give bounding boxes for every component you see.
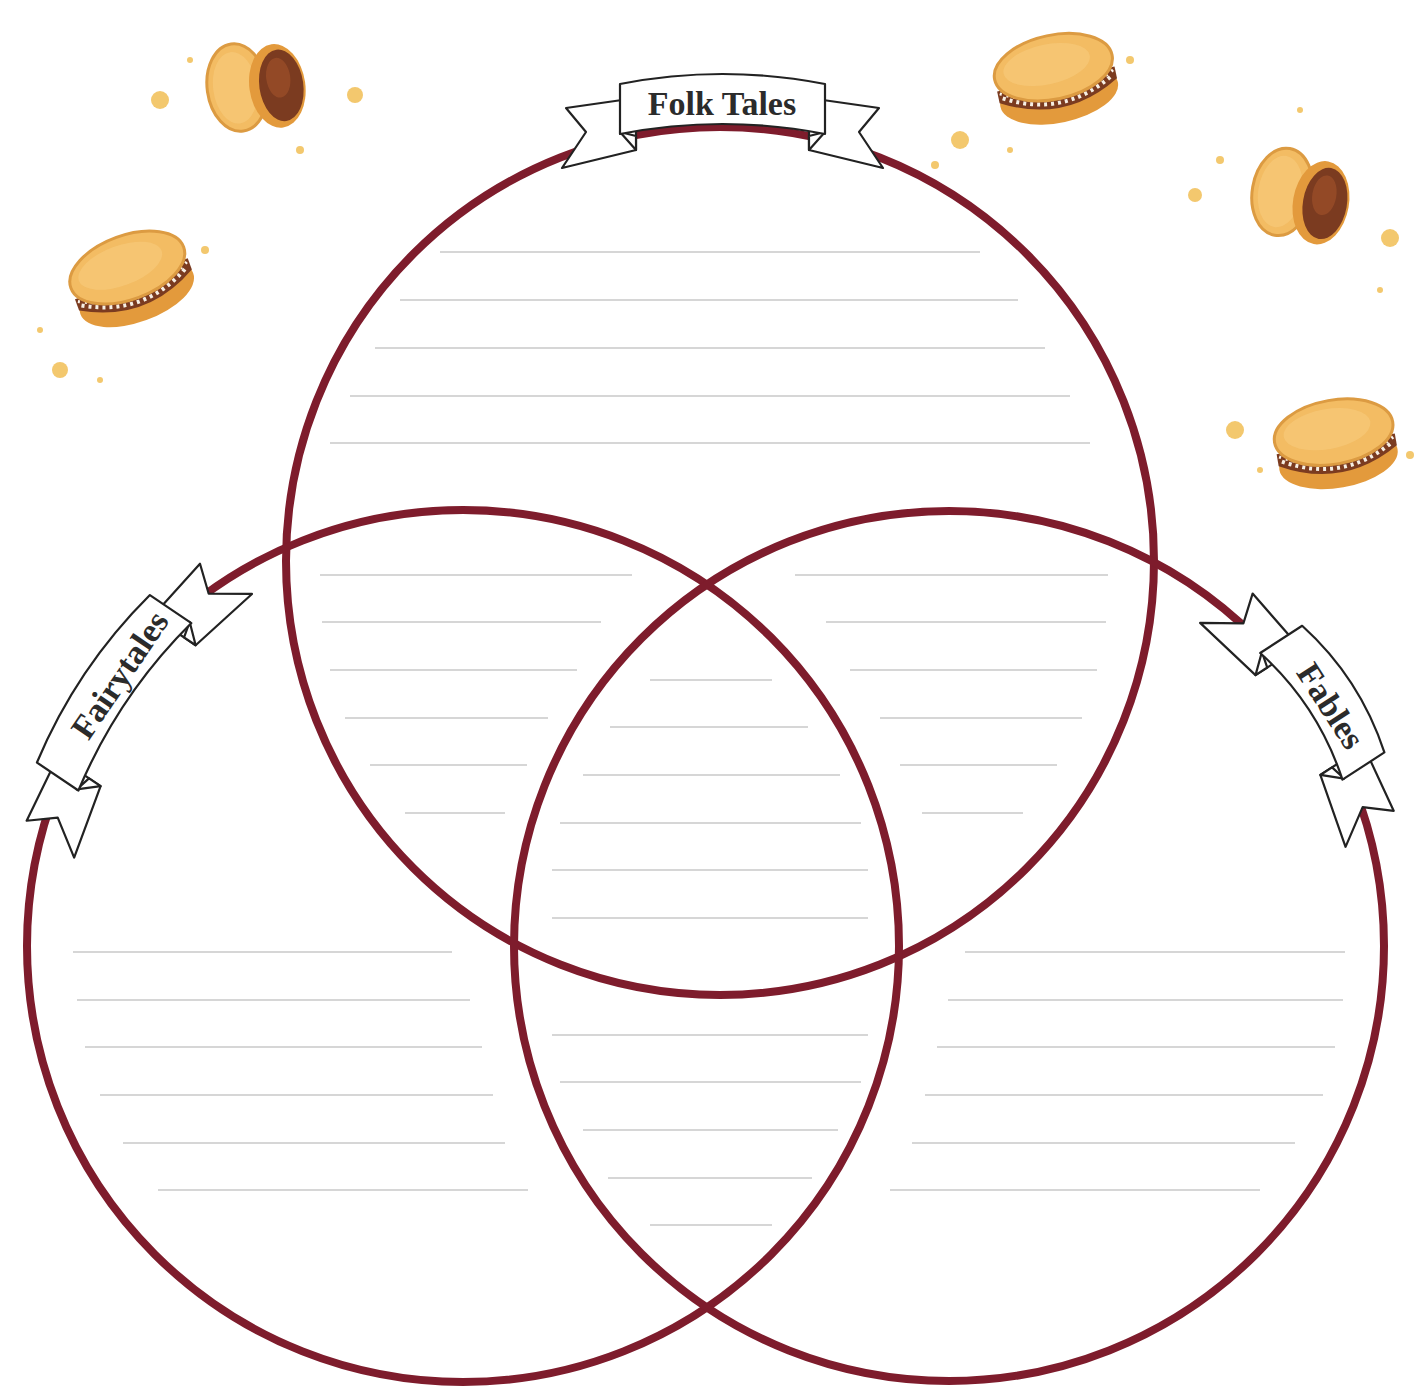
venn-circle: Fairytales xyxy=(23,506,903,1386)
ribbon-banner: Fairytales xyxy=(0,517,280,882)
ribbon-shape xyxy=(0,517,280,882)
circle-outline xyxy=(282,123,1158,999)
ribbon-banner: Folk Tales xyxy=(550,49,895,194)
ribbon-label: Folk Tales xyxy=(648,87,796,121)
writing-lines xyxy=(73,252,1345,1225)
venn-circle: Folk Tales xyxy=(282,123,1158,999)
ribbon-shape xyxy=(550,49,895,194)
venn-circle: Fables xyxy=(510,507,1388,1385)
